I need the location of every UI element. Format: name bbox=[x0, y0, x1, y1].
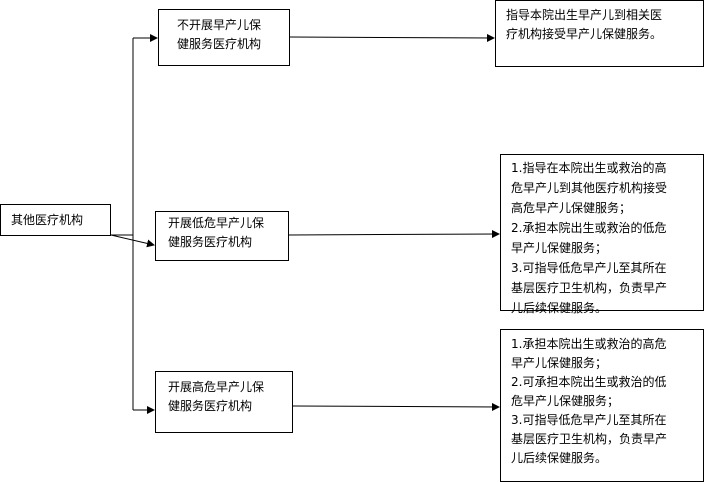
result-2-line: 危早产儿到其他医疗机构接受 bbox=[511, 181, 668, 195]
root-label: 其他医疗机构 bbox=[11, 213, 84, 227]
branch-2-label-line: 开展低危早产儿保 bbox=[168, 216, 265, 230]
result-3-line: 早产儿保健服务； bbox=[511, 356, 608, 370]
branch-box-2: 开展低危早产儿保 健服务医疗机构 bbox=[155, 211, 289, 261]
result-2-line: 3.可指导低危早产儿至其所在 bbox=[511, 261, 667, 275]
branch-box-1: 不开展早产儿保 健服务医疗机构 bbox=[158, 9, 290, 66]
result-1-line: 指导本院出生早产儿到相关医 bbox=[506, 8, 663, 22]
result-box-1: 指导本院出生早产儿到相关医 疗机构接受早产儿保健服务。 bbox=[495, 0, 704, 67]
result-2-line: 基层医疗卫生机构，负责早产 bbox=[511, 281, 668, 295]
result-2-line: 儿后续保健服务。 bbox=[511, 301, 608, 315]
result-box-3: 1.承担本院出生或救治的高危 早产儿保健服务； 2.可承担本院出生或救治的低 危… bbox=[500, 329, 704, 482]
branch-3-label-line: 开展高危早产儿保 bbox=[168, 380, 265, 394]
result-3-line: 3.可指导低危早产儿至其所在 bbox=[511, 413, 667, 427]
result-3-line: 1.承担本院出生或救治的高危 bbox=[511, 337, 667, 351]
branch-box-3: 开展高危早产儿保 健服务医疗机构 bbox=[155, 371, 293, 433]
result-3-line: 基层医疗卫生机构，负责早产 bbox=[511, 432, 668, 446]
result-3-line: 危早产儿保健服务； bbox=[511, 394, 620, 408]
result-3-line: 儿后续保健服务。 bbox=[511, 451, 608, 465]
branch-2-label-line: 健服务医疗机构 bbox=[168, 235, 253, 249]
result-2-line: 2.承担本院出生或救治的低危 bbox=[511, 221, 667, 235]
arrow-to-branch-2 bbox=[110, 234, 155, 248]
arrow-to-result-2 bbox=[288, 230, 500, 239]
branch-1-label-line: 不开展早产儿保 bbox=[177, 18, 262, 32]
result-2-line: 早产儿保健服务； bbox=[511, 241, 608, 255]
result-1-line: 疗机构接受早产儿保健服务。 bbox=[506, 27, 663, 41]
result-box-2: 1.指导在本院出生或救治的高 危早产儿到其他医疗机构接受 高危早产儿保健服务； … bbox=[500, 154, 704, 315]
arrow-to-result-3 bbox=[292, 402, 500, 411]
result-3-line: 2.可承担本院出生或救治的低 bbox=[511, 375, 667, 389]
result-2-line: 1.指导在本院出生或救治的高 bbox=[511, 161, 667, 175]
branch-1-label-line: 健服务医疗机构 bbox=[177, 37, 262, 51]
root-box: 其他医疗机构 bbox=[0, 204, 111, 236]
arrow-to-result-1 bbox=[289, 33, 495, 42]
result-2-line: 高危早产儿保健服务； bbox=[511, 201, 632, 215]
branch-3-label-line: 健服务医疗机构 bbox=[168, 399, 253, 413]
